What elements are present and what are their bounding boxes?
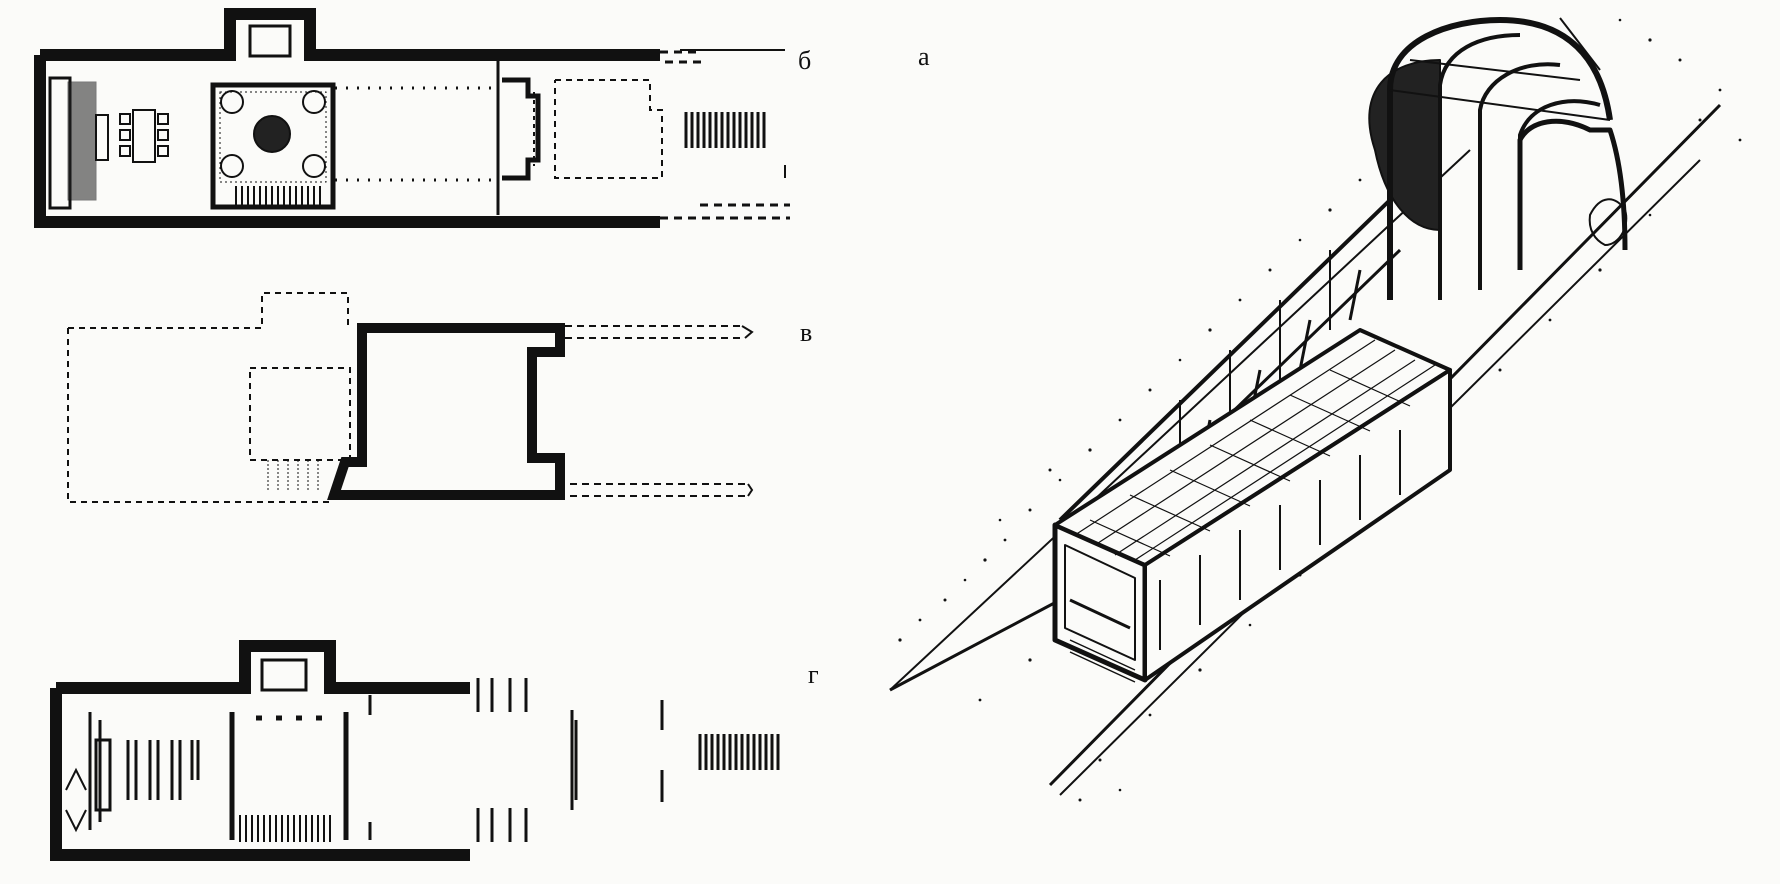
- label-a: а: [918, 42, 930, 71]
- label-b: б: [798, 46, 812, 75]
- plan-g: [50, 640, 780, 861]
- label-g: г: [808, 660, 819, 689]
- label-v: в: [800, 318, 813, 347]
- plan-b: [34, 8, 790, 228]
- axonometric-a: [889, 17, 1742, 802]
- plan-v: [67, 292, 754, 503]
